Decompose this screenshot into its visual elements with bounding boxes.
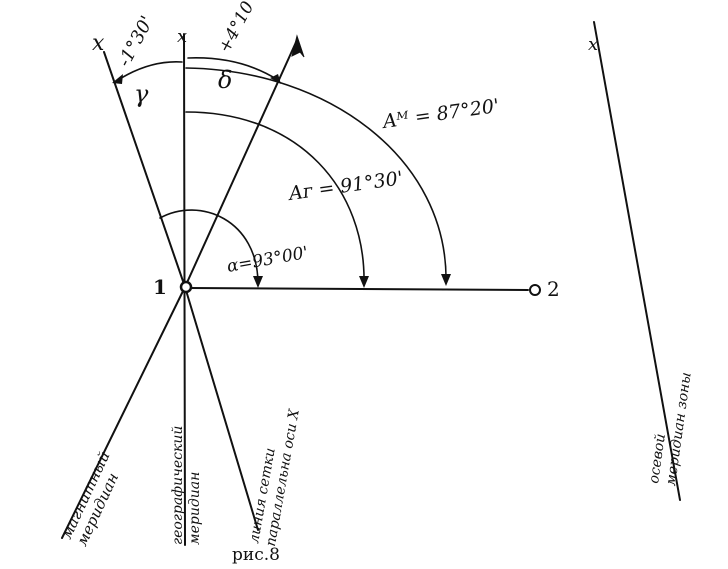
magnetic-meridian-caption: магнитный меридиан (57, 448, 122, 548)
magnetic-azimuth-arrow-icon (441, 274, 451, 286)
gamma-arc (117, 61, 183, 81)
svg-text:географический: географический (170, 426, 186, 545)
grid-line-lower (184, 286, 259, 531)
axial-axis-mark: x (588, 34, 598, 55)
magnetic-meridian-lower-line (61, 286, 186, 539)
geographic-axis-mark: x (177, 26, 187, 47)
magnetic-azimuth-arc (185, 67, 447, 283)
alpha-arc (159, 209, 259, 285)
true-azimuth-arrow-icon (359, 276, 369, 288)
magnetic-meridian-upper-line (103, 51, 186, 288)
north-arrow-icon (291, 34, 305, 58)
line-1-2 (188, 287, 529, 291)
true-azimuth-arc (185, 111, 365, 285)
delta-arc (187, 57, 279, 81)
point-1-label: 1 (153, 275, 167, 299)
point-2-marker (529, 284, 541, 296)
magnetic-azimuth-label: Aᴹ = 87°20' (380, 95, 501, 133)
gamma-symbol: γ (134, 80, 149, 108)
gamma-value: -1°30' (114, 12, 158, 70)
svg-text:меридиан: меридиан (187, 472, 203, 545)
point-1-marker (179, 280, 193, 294)
delta-symbol: δ (218, 66, 232, 94)
alpha-arc-arrow-icon (253, 276, 263, 288)
alpha-label: α=93°00' (225, 243, 309, 277)
gamma-arc-arrow-icon (112, 74, 123, 84)
delta-value: +4°10' (215, 0, 261, 56)
svg-text:осевой: осевой (646, 433, 669, 485)
grid-line-caption: линия сетки параллельна оси Х (246, 407, 303, 548)
axial-meridian-line (593, 21, 681, 501)
geographic-meridian-caption: географический меридиан (170, 426, 203, 545)
axial-meridian-caption: осевой меридиан зоны (646, 371, 695, 487)
figure-caption: рис.8 (232, 545, 280, 565)
point-2-label: 2 (547, 277, 560, 301)
magnetic-axis-mark: x (92, 31, 105, 56)
